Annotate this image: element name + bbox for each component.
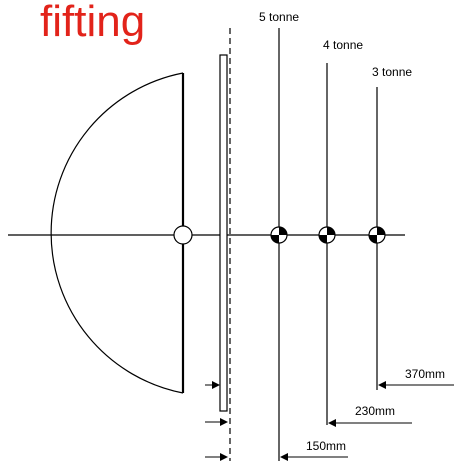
marker-label-3-tonne: 3 tonne <box>372 65 412 79</box>
distance-label-150mm: 150mm <box>306 439 346 453</box>
wheel-arc <box>50 72 184 394</box>
distance-label-230mm: 230mm <box>355 404 395 418</box>
mounting-plate <box>219 54 228 412</box>
cog-symbol-4-tonne <box>318 226 336 244</box>
cog-symbol-5-tonne <box>270 226 288 244</box>
marker-label-5-tonne: 5 tonne <box>259 10 299 24</box>
marker-label-4-tonne: 4 tonne <box>323 38 363 52</box>
header-title: fifting <box>40 0 145 46</box>
distance-label-370mm: 370mm <box>405 367 445 381</box>
cog-symbol-3-tonne <box>368 226 386 244</box>
hub-circle <box>173 225 193 245</box>
